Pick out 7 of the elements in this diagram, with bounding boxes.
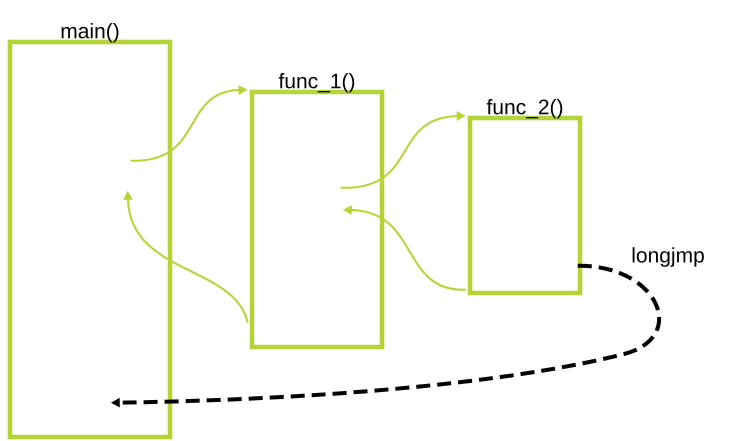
node-label: func_2() [486,98,562,119]
node-label: main() [62,22,118,43]
function-box: main() [8,23,172,440]
node-label: func_1() [278,72,354,93]
function-box: func_2() [468,99,582,296]
function-box: func_1() [250,73,384,350]
edge-label: longjmp [630,246,706,268]
